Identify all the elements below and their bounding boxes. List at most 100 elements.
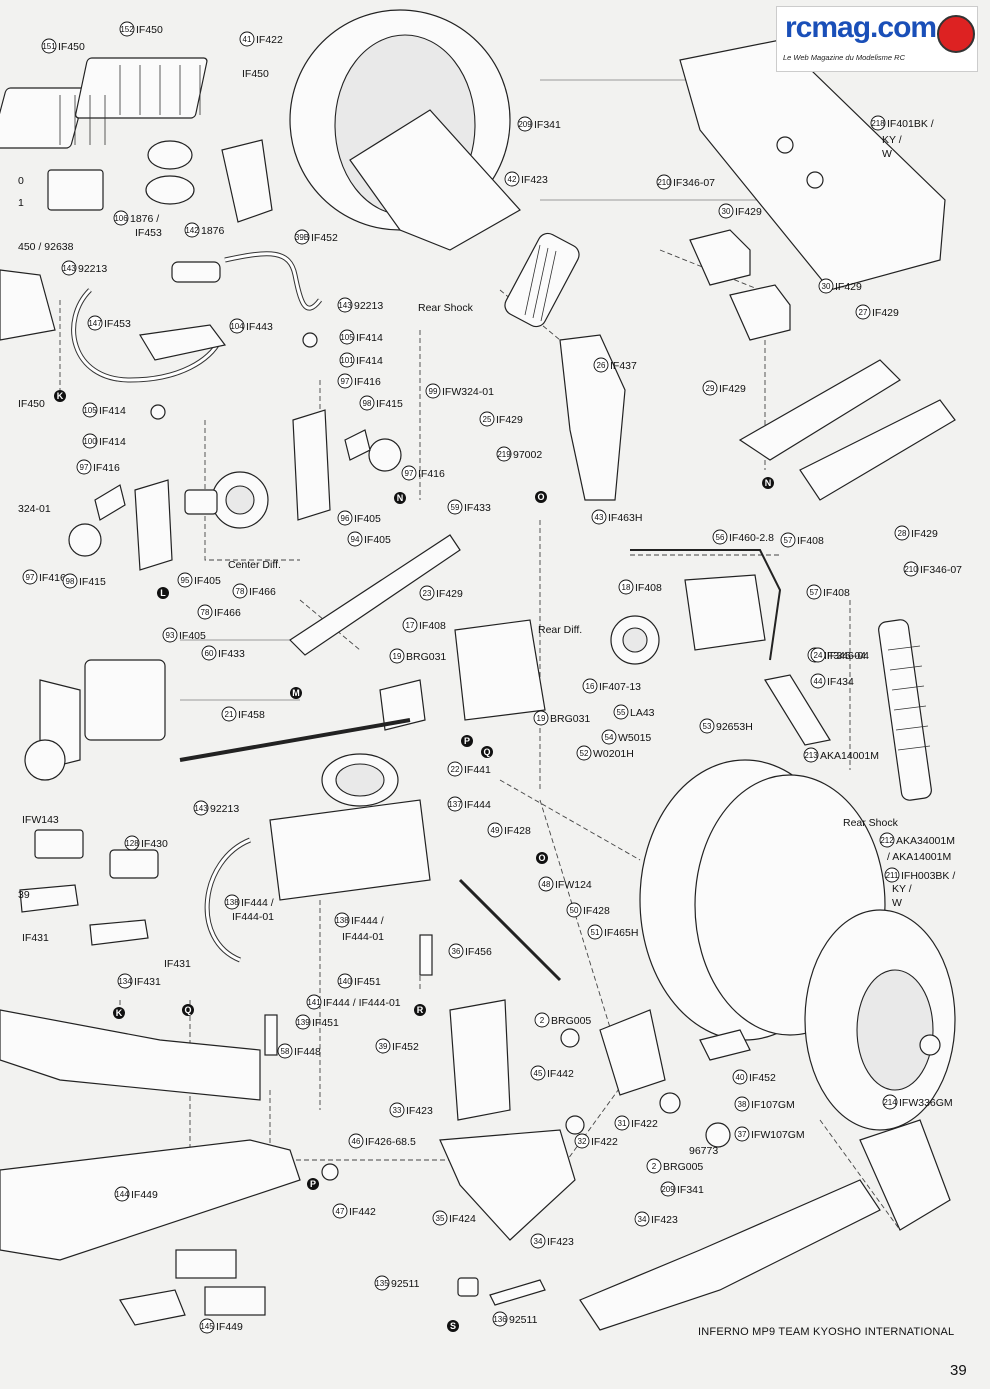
callout-number-bubble (337, 510, 353, 526)
callout-part-code: IF407-13 (599, 681, 641, 693)
callout-number: 39 (379, 1042, 388, 1051)
callout-part-code: IF456 (465, 946, 492, 958)
callout-number-bubble (879, 832, 895, 848)
callout-number-bubble (780, 532, 796, 548)
callout-number: 95 (181, 576, 190, 585)
callout-number: 210 (904, 565, 918, 574)
callout-part-code: IF428 (583, 905, 610, 917)
callout-number: 2 (652, 1162, 657, 1171)
callout-number-bubble (199, 1318, 215, 1334)
callout-number: 46 (352, 1137, 361, 1146)
callout-part-code: IF444-01 (232, 911, 274, 923)
callout-number: 147 (88, 319, 102, 328)
edge-fragments: 0 1 450 / 92638 IF450 324-01 IFW143 39 I… (18, 175, 74, 944)
callout-number: 138 (225, 898, 239, 907)
callout-number: 97 (405, 469, 414, 478)
callout-part-code: IF414 (99, 405, 126, 417)
callout-part-code: KY / (882, 134, 902, 146)
part-callout: IF431 (164, 958, 191, 970)
callout-number-bubble (337, 973, 353, 989)
marker-P: P (307, 1178, 319, 1190)
callout-part-code: BRG005 (551, 1015, 591, 1027)
callout-number: 34 (534, 1237, 543, 1246)
callout-part-code: IF444 / (241, 897, 274, 909)
callout-part-code: IF429 (835, 281, 862, 293)
callout-part-code: IF431 (164, 958, 191, 970)
caption-rear-diff: Rear Diff. (538, 624, 582, 636)
callout-number-bubble (375, 1038, 391, 1054)
svg-text:Q: Q (483, 747, 490, 757)
callout-number: 33 (393, 1106, 402, 1115)
part-callout: KY / (882, 134, 902, 146)
callout-number: 23 (423, 589, 432, 598)
callout-number-bubble (117, 973, 133, 989)
callout-number-bubble (593, 357, 609, 373)
callout-number: 32 (578, 1137, 587, 1146)
callout-part-code: 92653H (716, 721, 753, 733)
callout-number-bubble (184, 222, 200, 238)
callout-number-bubble (656, 174, 672, 190)
rear-wheel-right (639, 759, 956, 1131)
callout-number-bubble (582, 678, 598, 694)
callout-part-code: IF433 (464, 502, 491, 514)
callout-part-code: IFW336GM (899, 1097, 953, 1109)
callout-part-code: IF451 (312, 1017, 339, 1029)
rcmag-logo[interactable]: rcmag.com Le Web Magazine du Modelisme R… (776, 6, 978, 72)
callout-number-bubble (197, 604, 213, 620)
callout-number: 99 (429, 387, 438, 396)
air-filter-cage (0, 57, 208, 149)
callout-number: 138 (335, 916, 349, 925)
svg-text:L: L (160, 588, 166, 598)
svg-text:K: K (116, 1008, 123, 1018)
callout-number-bubble (533, 710, 549, 726)
callout-part-code: IF341 (677, 1184, 704, 1196)
callout-part-code: IF452 (749, 1072, 776, 1084)
callout-number-bubble (810, 647, 826, 663)
callout-number-bubble (177, 572, 193, 588)
callout-part-code: IF405 (364, 534, 391, 546)
callout-part-code: 92511 (391, 1278, 420, 1290)
marker-L: L (157, 587, 169, 599)
callout-number-bubble (882, 1094, 898, 1110)
callout-number-bubble (702, 380, 718, 396)
callout-number: 21 (225, 710, 234, 719)
callout-part-code: IF415 (376, 398, 403, 410)
callout-number-bubble (712, 529, 728, 545)
callout-part-code: AKA34001M (896, 835, 955, 847)
callout-number-bubble (447, 796, 463, 812)
callout-part-code: IF450 (136, 24, 163, 36)
callout-number: 30 (722, 207, 731, 216)
callout-part-code: IF429 (735, 206, 762, 218)
part-callout: IF444-01 (342, 931, 384, 943)
callout-number-bubble (448, 943, 464, 959)
callout-number: 98 (66, 577, 75, 586)
callout-part-code: IF450 (242, 68, 269, 80)
callout-number-bubble (496, 446, 512, 462)
callout-part-code: IFW124 (555, 879, 592, 891)
callout-part-code: IFH003BK / (901, 870, 955, 882)
callout-number: 128 (125, 839, 139, 848)
callout-number-bubble (447, 499, 463, 515)
callout-number-bubble (62, 573, 78, 589)
callout-part-code: IF453 (104, 318, 131, 330)
